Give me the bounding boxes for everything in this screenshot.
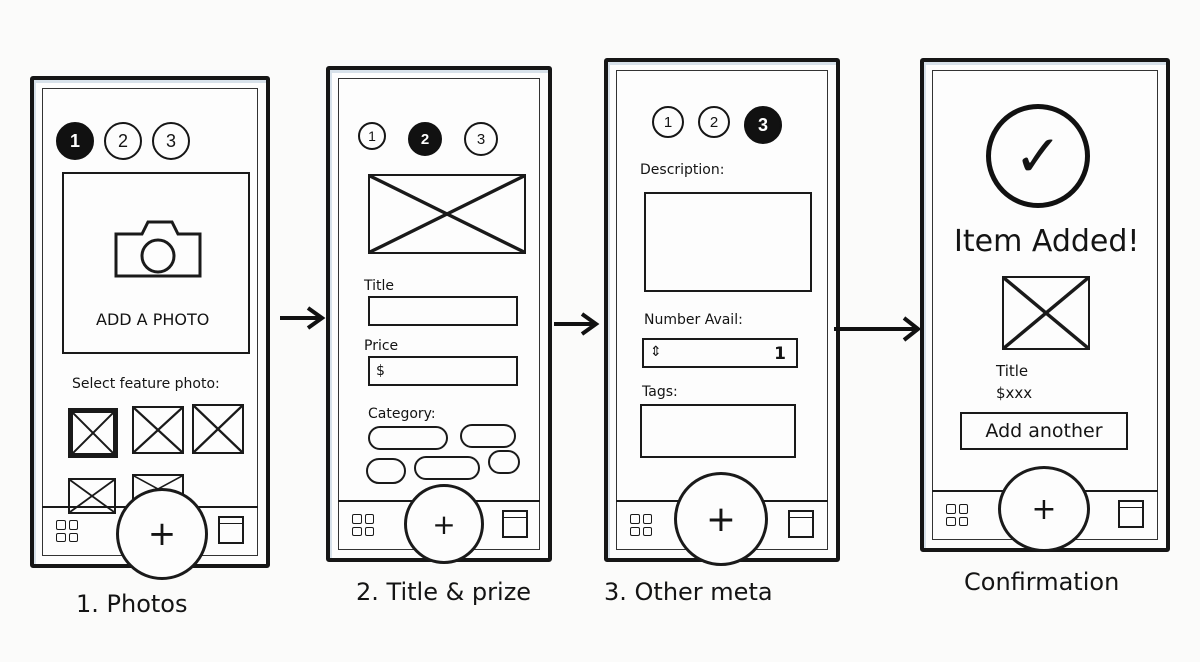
tags-input[interactable] bbox=[640, 404, 796, 458]
screen-photos: 1 2 3 ADD A PHOTO Select feature photo: … bbox=[30, 76, 270, 580]
camera-icon bbox=[114, 220, 202, 278]
step-3[interactable]: 3 bbox=[464, 122, 498, 156]
step-1[interactable]: 1 bbox=[56, 122, 94, 160]
add-photo-area[interactable]: ADD A PHOTO bbox=[62, 172, 250, 354]
title-label: Title bbox=[364, 278, 395, 294]
add-item-button[interactable]: + bbox=[998, 466, 1090, 552]
step-1[interactable]: 1 bbox=[358, 122, 386, 150]
caption-confirmation: Confirmation bbox=[964, 568, 1120, 596]
calendar-icon[interactable] bbox=[1118, 500, 1144, 528]
item-price: $xxx bbox=[996, 384, 1033, 402]
price-label: Price bbox=[364, 338, 399, 354]
step-indicator: 1 2 3 bbox=[358, 122, 498, 156]
arrow-right-icon bbox=[280, 306, 326, 330]
category-chip[interactable] bbox=[414, 456, 480, 480]
thumbnail[interactable] bbox=[192, 404, 244, 454]
grid-icon[interactable] bbox=[630, 514, 652, 536]
category-label: Category: bbox=[368, 406, 436, 422]
thumbnail-selected[interactable] bbox=[68, 408, 118, 458]
step-indicator: 1 2 3 bbox=[652, 106, 782, 144]
up-down-arrows-icon[interactable]: ⇕ bbox=[650, 344, 662, 360]
price-prefix: $ bbox=[376, 363, 385, 379]
step-2[interactable]: 2 bbox=[408, 122, 442, 156]
grid-icon[interactable] bbox=[946, 504, 968, 526]
calendar-icon[interactable] bbox=[218, 516, 244, 544]
step-3[interactable]: 3 bbox=[152, 122, 190, 160]
step-1[interactable]: 1 bbox=[652, 106, 684, 138]
screen-other-meta: 1 2 3 Description: Number Avail: ⇕ 1 Tag… bbox=[604, 58, 840, 566]
calendar-icon[interactable] bbox=[502, 510, 528, 538]
category-chip[interactable] bbox=[460, 424, 516, 448]
price-input[interactable]: $ bbox=[368, 356, 518, 386]
arrow-right-icon bbox=[834, 316, 922, 342]
title-input[interactable] bbox=[368, 296, 518, 326]
number-available-label: Number Avail: bbox=[644, 312, 743, 328]
category-chip[interactable] bbox=[366, 458, 406, 484]
arrow-right-icon bbox=[554, 312, 600, 336]
add-photo-label: ADD A PHOTO bbox=[96, 310, 210, 329]
number-value: 1 bbox=[774, 344, 786, 364]
screen-title-price: 1 2 3 Title Price $ Category: + bbox=[326, 66, 552, 564]
step-2[interactable]: 2 bbox=[104, 122, 142, 160]
tags-label: Tags: bbox=[642, 384, 678, 400]
step-3[interactable]: 3 bbox=[744, 106, 782, 144]
description-label: Description: bbox=[640, 162, 725, 178]
grid-icon[interactable] bbox=[56, 520, 78, 542]
screen-confirmation: ✓ Item Added! Title $xxx Add another + bbox=[920, 58, 1170, 552]
number-stepper[interactable]: ⇕ 1 bbox=[642, 338, 798, 368]
item-added-heading: Item Added! bbox=[954, 224, 1140, 259]
item-photo bbox=[1002, 276, 1090, 350]
step-2[interactable]: 2 bbox=[698, 106, 730, 138]
grid-icon[interactable] bbox=[352, 514, 374, 536]
add-item-button[interactable]: + bbox=[674, 472, 768, 566]
category-chip[interactable] bbox=[368, 426, 448, 450]
item-title: Title bbox=[996, 362, 1029, 380]
category-chip[interactable] bbox=[488, 450, 520, 474]
calendar-icon[interactable] bbox=[788, 510, 814, 538]
add-another-button[interactable]: Add another bbox=[960, 412, 1128, 450]
caption-photos: 1. Photos bbox=[76, 590, 188, 618]
add-item-button[interactable]: + bbox=[116, 488, 208, 580]
checkmark-icon: ✓ bbox=[986, 104, 1090, 208]
feature-photo-label: Select feature photo: bbox=[72, 376, 220, 392]
caption-title-price: 2. Title & prize bbox=[356, 578, 532, 606]
thumbnail[interactable] bbox=[132, 406, 184, 454]
add-item-button[interactable]: + bbox=[404, 484, 484, 564]
add-another-label: Add another bbox=[985, 420, 1103, 442]
caption-other-meta: 3. Other meta bbox=[604, 578, 773, 606]
photo-preview bbox=[368, 174, 526, 254]
description-input[interactable] bbox=[644, 192, 812, 292]
step-indicator: 1 2 3 bbox=[56, 122, 190, 160]
